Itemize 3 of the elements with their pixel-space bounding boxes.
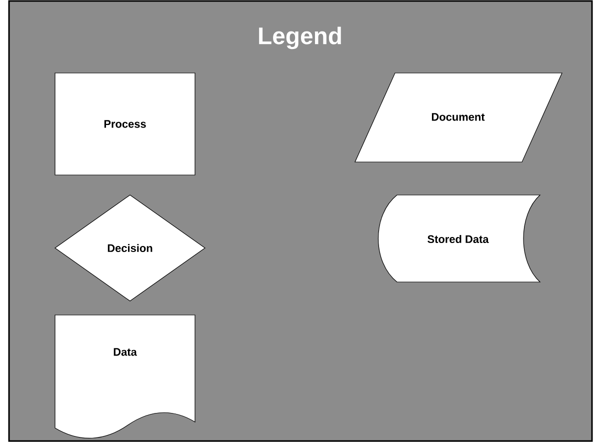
document-parallelogram: Document — [354, 72, 562, 162]
process-box: Process — [54, 72, 196, 176]
title: Legend — [259, 26, 341, 50]
